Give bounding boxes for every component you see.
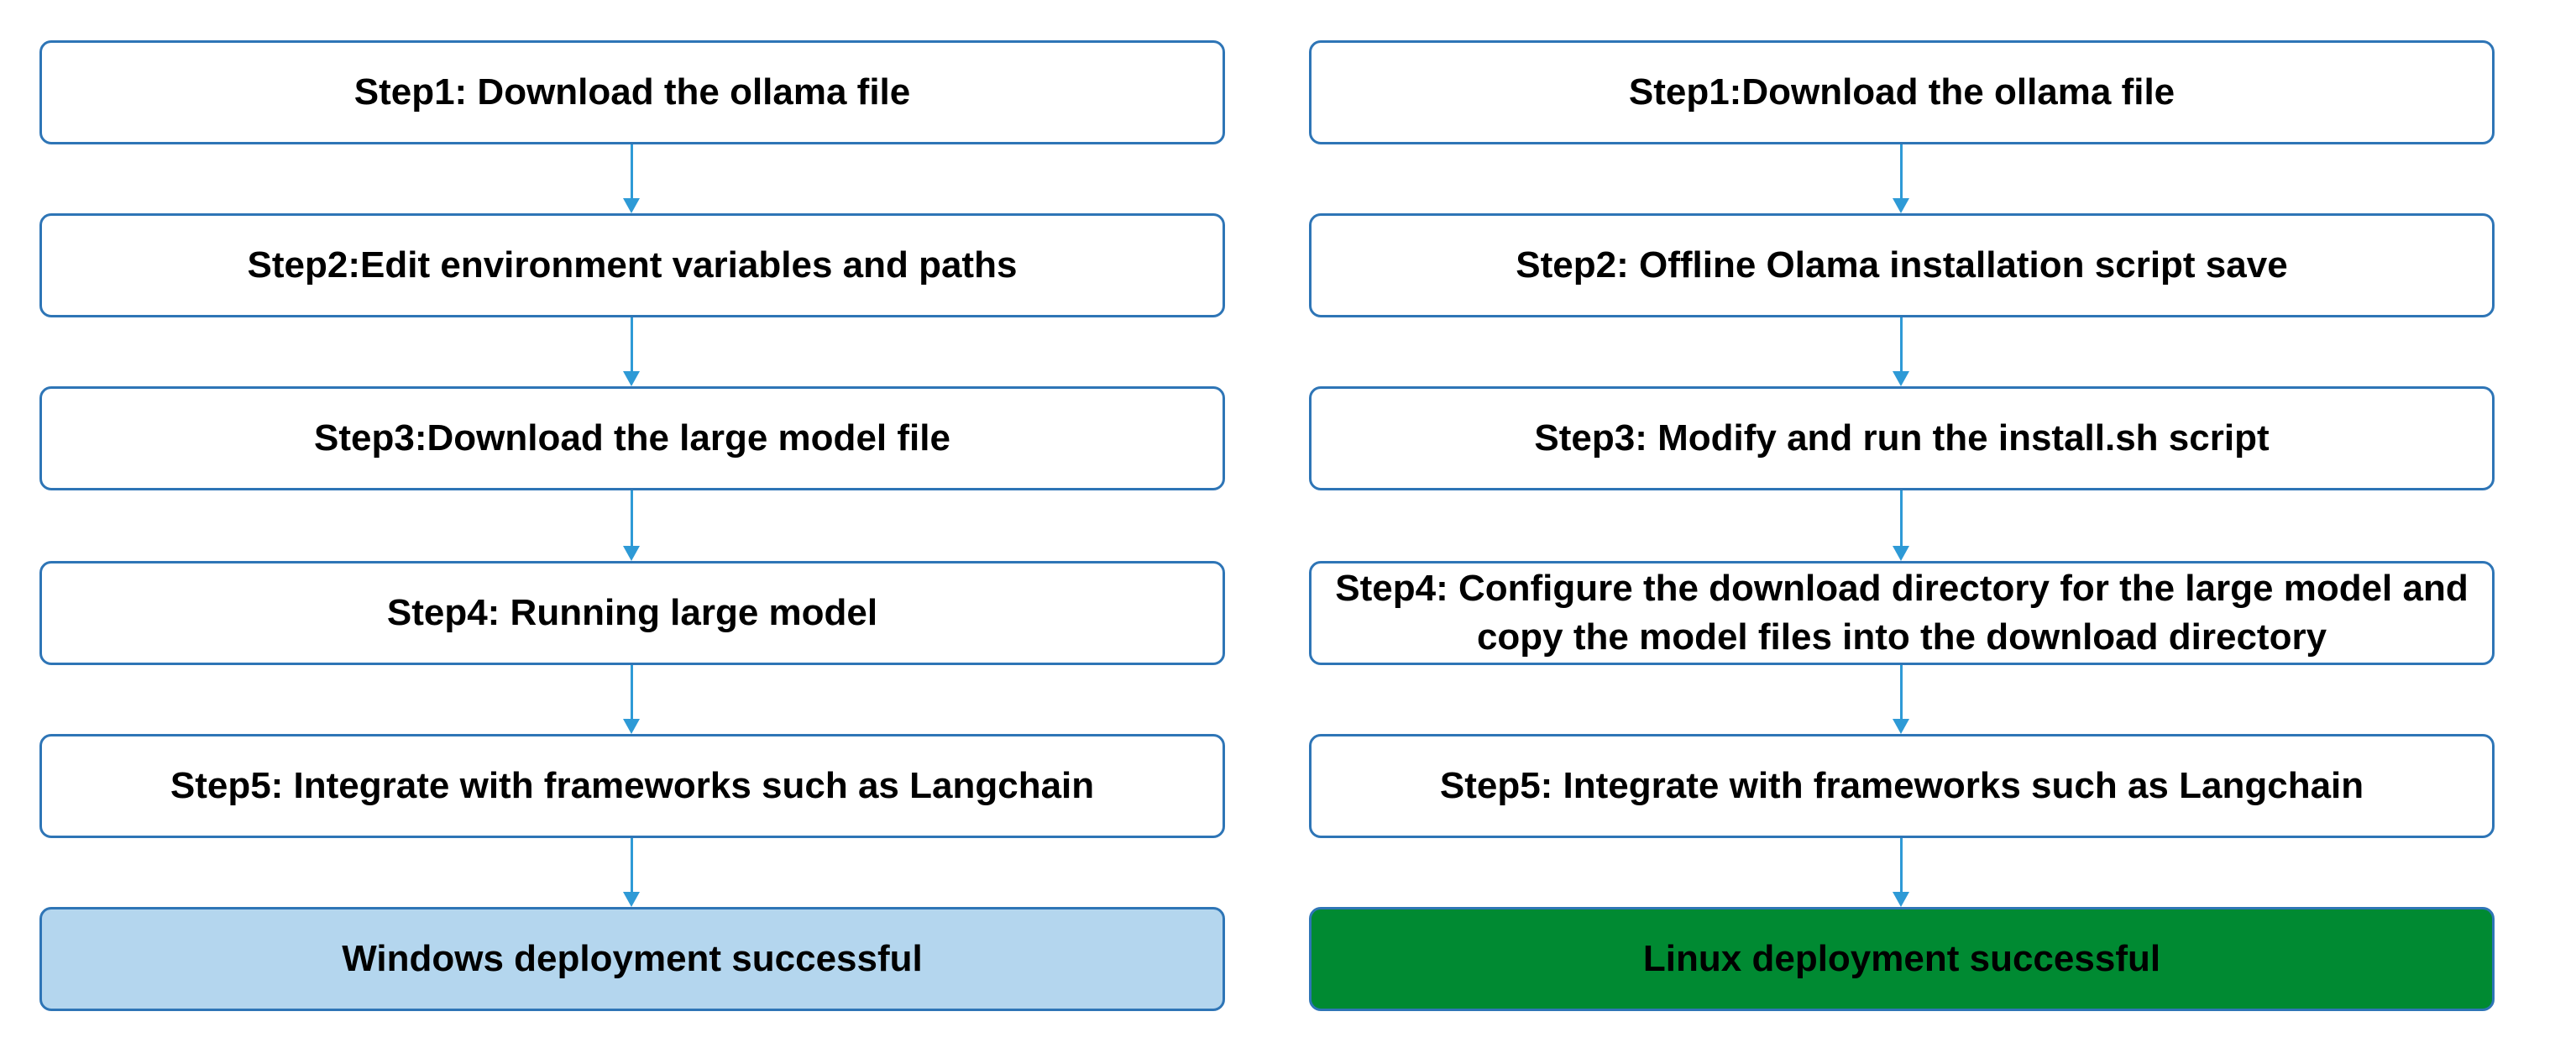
linux-step3-box: Step3: Modify and run the install.sh scr… xyxy=(1309,386,2495,490)
windows-success-box: Windows deployment successful xyxy=(39,907,1225,1011)
windows-success-label: Windows deployment successful xyxy=(342,938,923,979)
linux-step4-box: Step4: Configure the download directory … xyxy=(1309,561,2495,665)
windows-step2-label: Step2:Edit environment variables and pat… xyxy=(247,244,1018,286)
windows-step5-box: Step5: Integrate with frameworks such as… xyxy=(39,734,1225,838)
linux-step1-label: Step1:Download the ollama file xyxy=(1628,71,2175,113)
windows-step1-box: Step1: Download the ollama file xyxy=(39,40,1225,144)
windows-step3-box: Step3:Download the large model file xyxy=(39,386,1225,490)
linux-success-box: Linux deployment successful xyxy=(1309,907,2495,1011)
windows-step3-label: Step3:Download the large model file xyxy=(314,417,950,459)
linux-step4-label: Step4: Configure the download directory … xyxy=(1335,568,2469,658)
linux-step2-label: Step2: Offline Olama installation script… xyxy=(1516,244,2288,286)
linux-step3-label: Step3: Modify and run the install.sh scr… xyxy=(1534,417,2270,459)
windows-deployment-flow: Step1: Download the ollama file Step2:Ed… xyxy=(39,0,1228,1043)
linux-deployment-flow: Step1:Download the ollama file Step2: Of… xyxy=(1309,0,2498,1043)
linux-step5-box: Step5: Integrate with frameworks such as… xyxy=(1309,734,2495,838)
windows-step4-label: Step4: Running large model xyxy=(386,592,878,633)
windows-step2-box: Step2:Edit environment variables and pat… xyxy=(39,213,1225,317)
linux-step5-label: Step5: Integrate with frameworks such as… xyxy=(1439,765,2364,806)
windows-step1-label: Step1: Download the ollama file xyxy=(353,71,911,113)
linux-step2-box: Step2: Offline Olama installation script… xyxy=(1309,213,2495,317)
windows-step4-box: Step4: Running large model xyxy=(39,561,1225,665)
windows-step5-label: Step5: Integrate with frameworks such as… xyxy=(170,765,1095,806)
linux-success-label: Linux deployment successful xyxy=(1642,938,2161,979)
linux-step1-box: Step1:Download the ollama file xyxy=(1309,40,2495,144)
